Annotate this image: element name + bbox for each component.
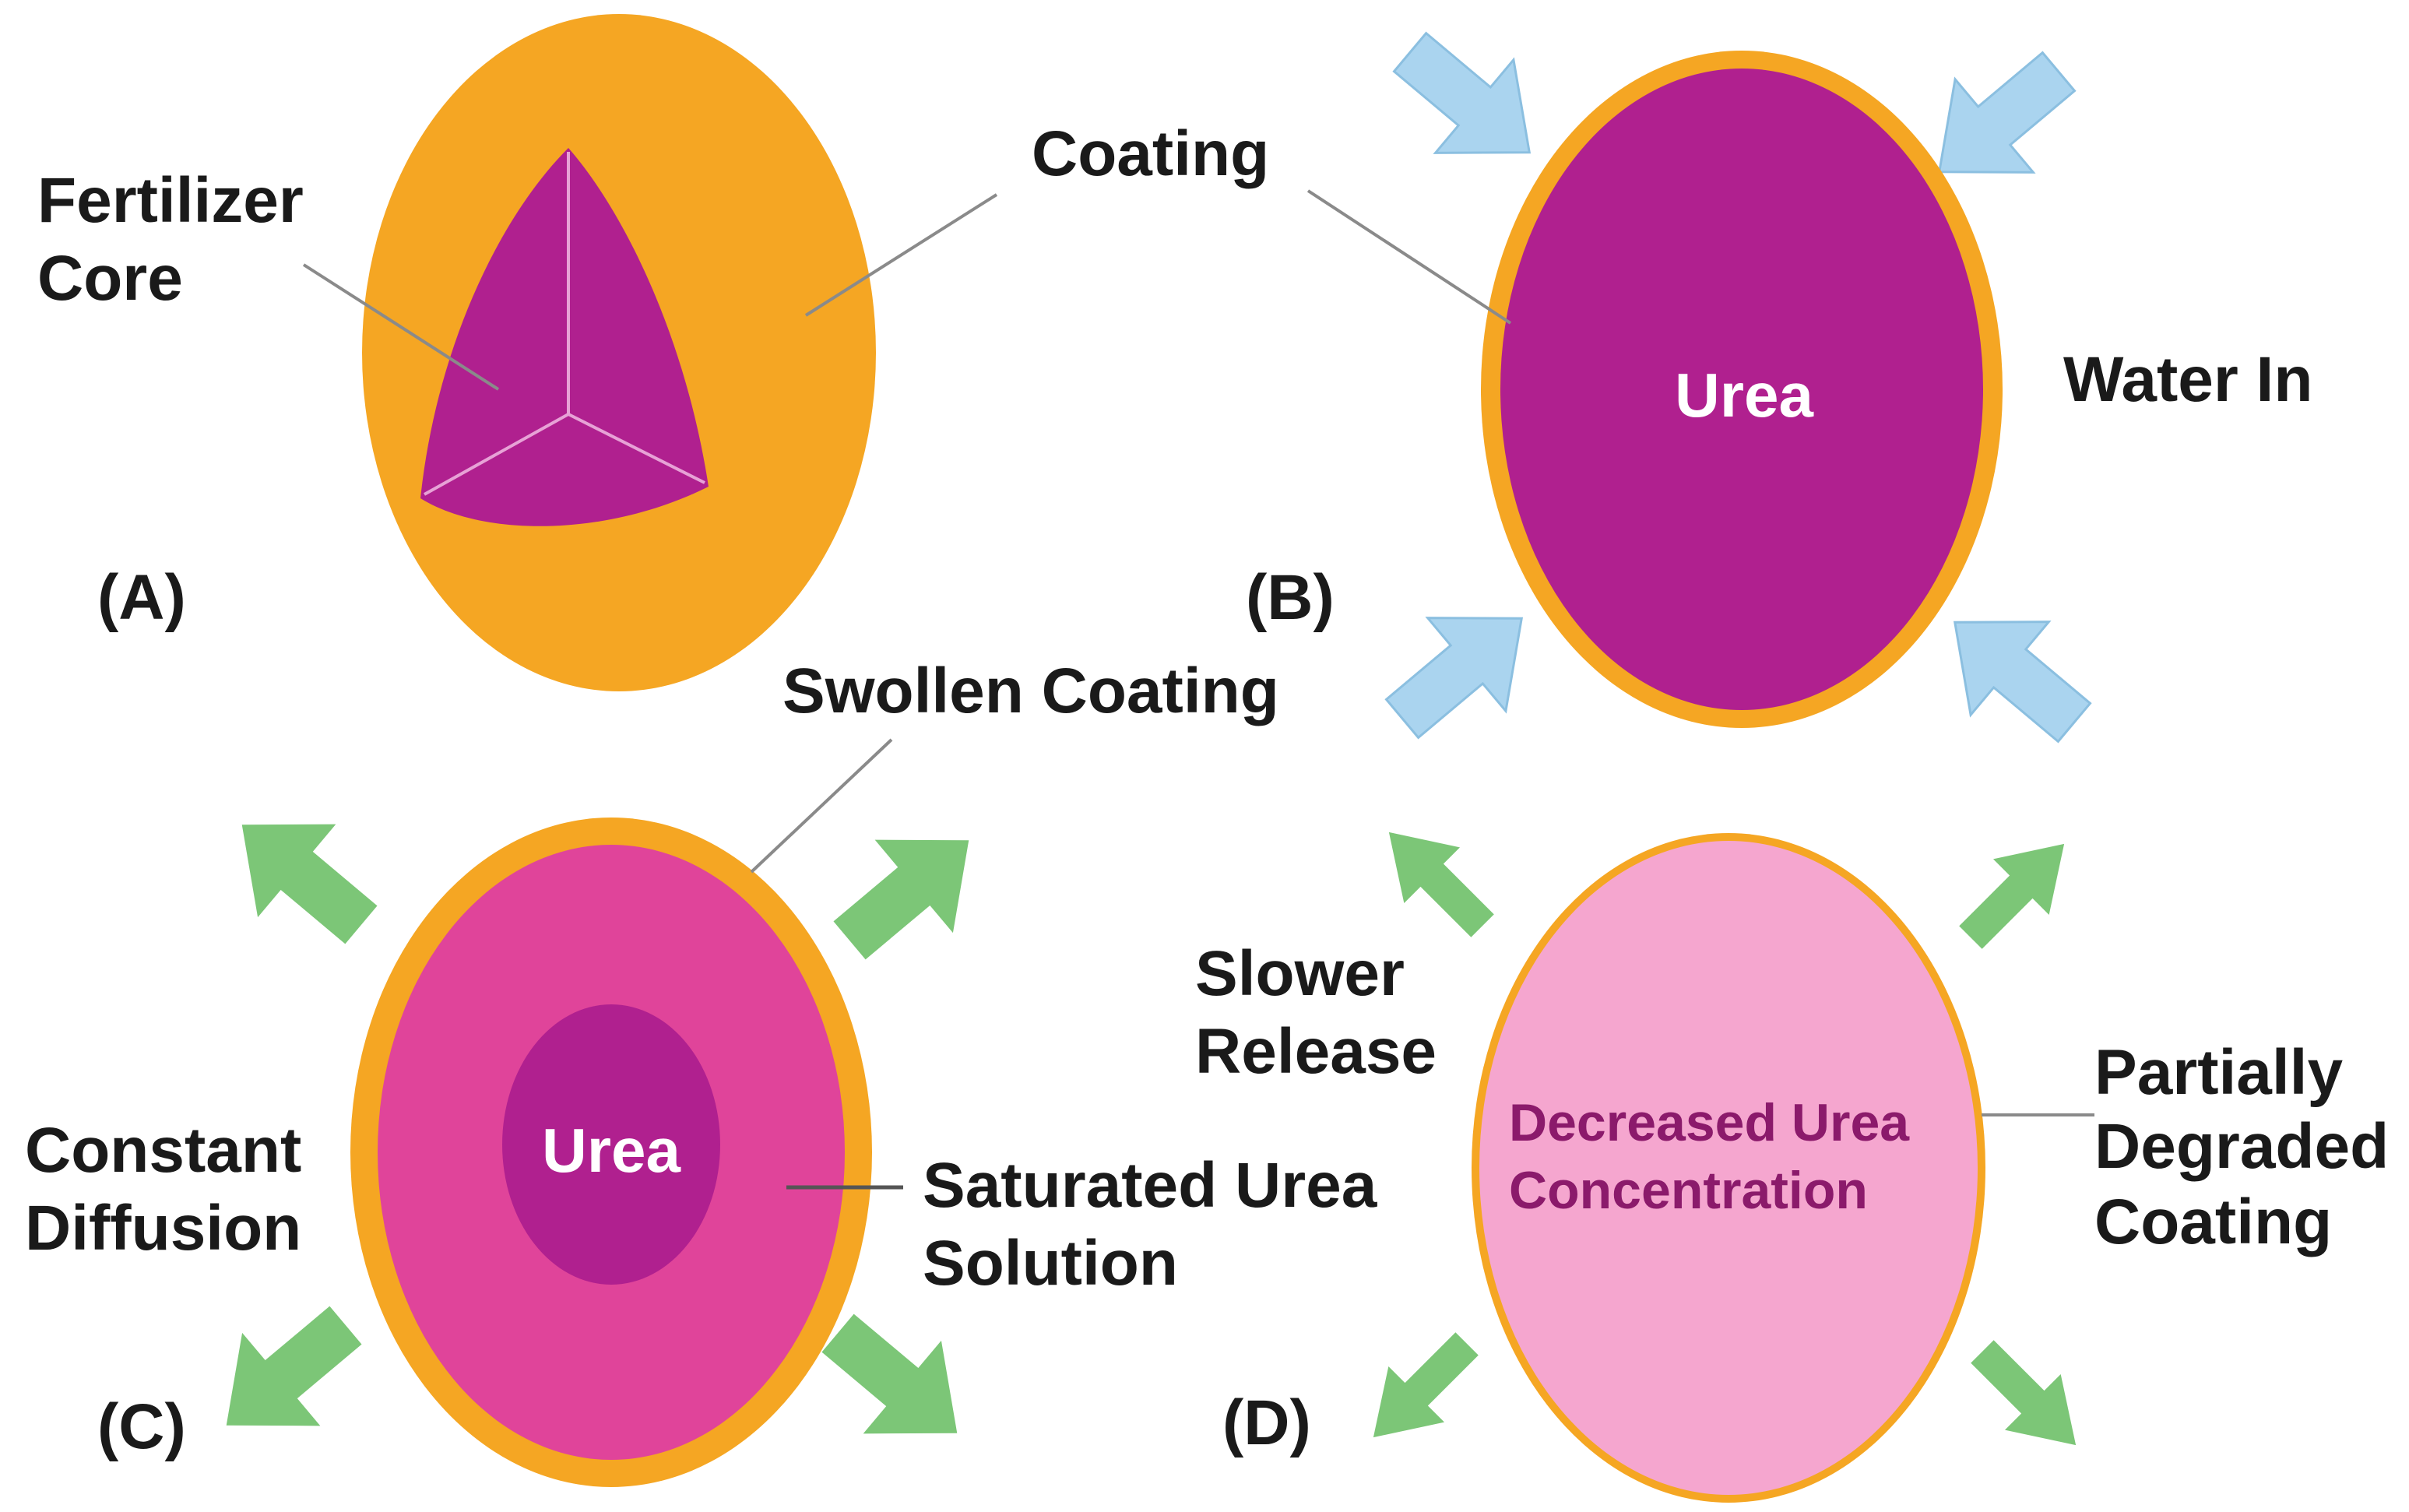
release-arrow-bottom-right (1954, 1324, 2104, 1473)
urea-label-b: Urea (1675, 360, 1813, 430)
fertilizer-core-label-line2: Core (37, 243, 183, 314)
partially-degraded-label: Partially Degraded Coating (2094, 1037, 2407, 1257)
panel-d: Decreased Urea Concentration Slower Rele… (1195, 804, 2407, 1503)
saturated-urea-label-line2: Solution (923, 1228, 1178, 1299)
core-leader-line (302, 263, 500, 391)
swollen-coating-label: Swollen Coating (782, 656, 1279, 726)
coating-leader-line-a (804, 193, 998, 317)
water-arrow-bottom-right (1915, 575, 2115, 771)
urea-label-c: Urea (542, 1116, 680, 1185)
water-in-label: Water In (2063, 344, 2312, 415)
slower-release-label-line1: Slower (1195, 938, 1405, 1009)
release-arrow-top-left (1361, 804, 1510, 954)
release-arrow-top-right (1943, 816, 2092, 965)
partially-degraded-label-line1: Partially (2094, 1037, 2343, 1108)
core-facet-lines (424, 152, 705, 496)
panel-a: Fertilizer Core (A) (37, 14, 998, 691)
partially-degraded-label-line2: Degraded (2094, 1111, 2389, 1182)
urea-core-c (502, 1004, 720, 1285)
constant-diffusion-label-line1: Constant (25, 1115, 301, 1186)
diluted-urea-solution (1479, 841, 1978, 1495)
panel-c: Urea Swollen Coating Constant Diffusion … (25, 656, 1394, 1487)
diffusion-arrow-bottom-left (187, 1278, 385, 1472)
panel-c-tag: (C) (97, 1391, 186, 1462)
fertilizer-core (420, 148, 709, 526)
urea-core (1500, 69, 1983, 710)
coating-leader-line-b (1306, 189, 1512, 325)
partially-degraded-label-line3: Coating (2094, 1187, 2332, 1257)
diffusion-arrow-top-right (810, 793, 1008, 987)
panel-a-tag: (A) (97, 562, 186, 633)
decreased-urea-label: Decreased Urea Concentration (1509, 1093, 1924, 1220)
decreased-urea-label-line2: Concentration (1509, 1161, 1868, 1220)
slower-release-label: Slower Release (1195, 938, 1437, 1087)
panel-d-tag: (D) (1222, 1387, 1311, 1458)
fertilizer-core-label-line1: Fertilizer (37, 165, 304, 236)
constant-diffusion-label: Constant Diffusion (25, 1115, 319, 1264)
saturated-urea-label: Saturated Urea Solution (923, 1150, 1394, 1299)
slower-release-label-line2: Release (1195, 1016, 1437, 1087)
fertilizer-core-label: Fertilizer Core (37, 165, 322, 314)
swollen-leader-line (750, 738, 893, 874)
release-arrow-bottom-left (1345, 1316, 1495, 1465)
decreased-urea-label-line1: Decreased Urea (1509, 1093, 1910, 1152)
panel-b-tag: (B) (1246, 562, 1335, 633)
saturated-urea-label-line1: Saturated Urea (923, 1150, 1378, 1221)
constant-diffusion-label-line2: Diffusion (25, 1193, 301, 1264)
coating-label: Coating (1032, 118, 1269, 189)
water-arrow-top-left (1370, 4, 1570, 200)
diffusion-arrow-top-left (202, 778, 401, 972)
water-arrow-bottom-left (1362, 571, 1562, 767)
panel-b: Urea Water In (B) (1246, 4, 2312, 771)
